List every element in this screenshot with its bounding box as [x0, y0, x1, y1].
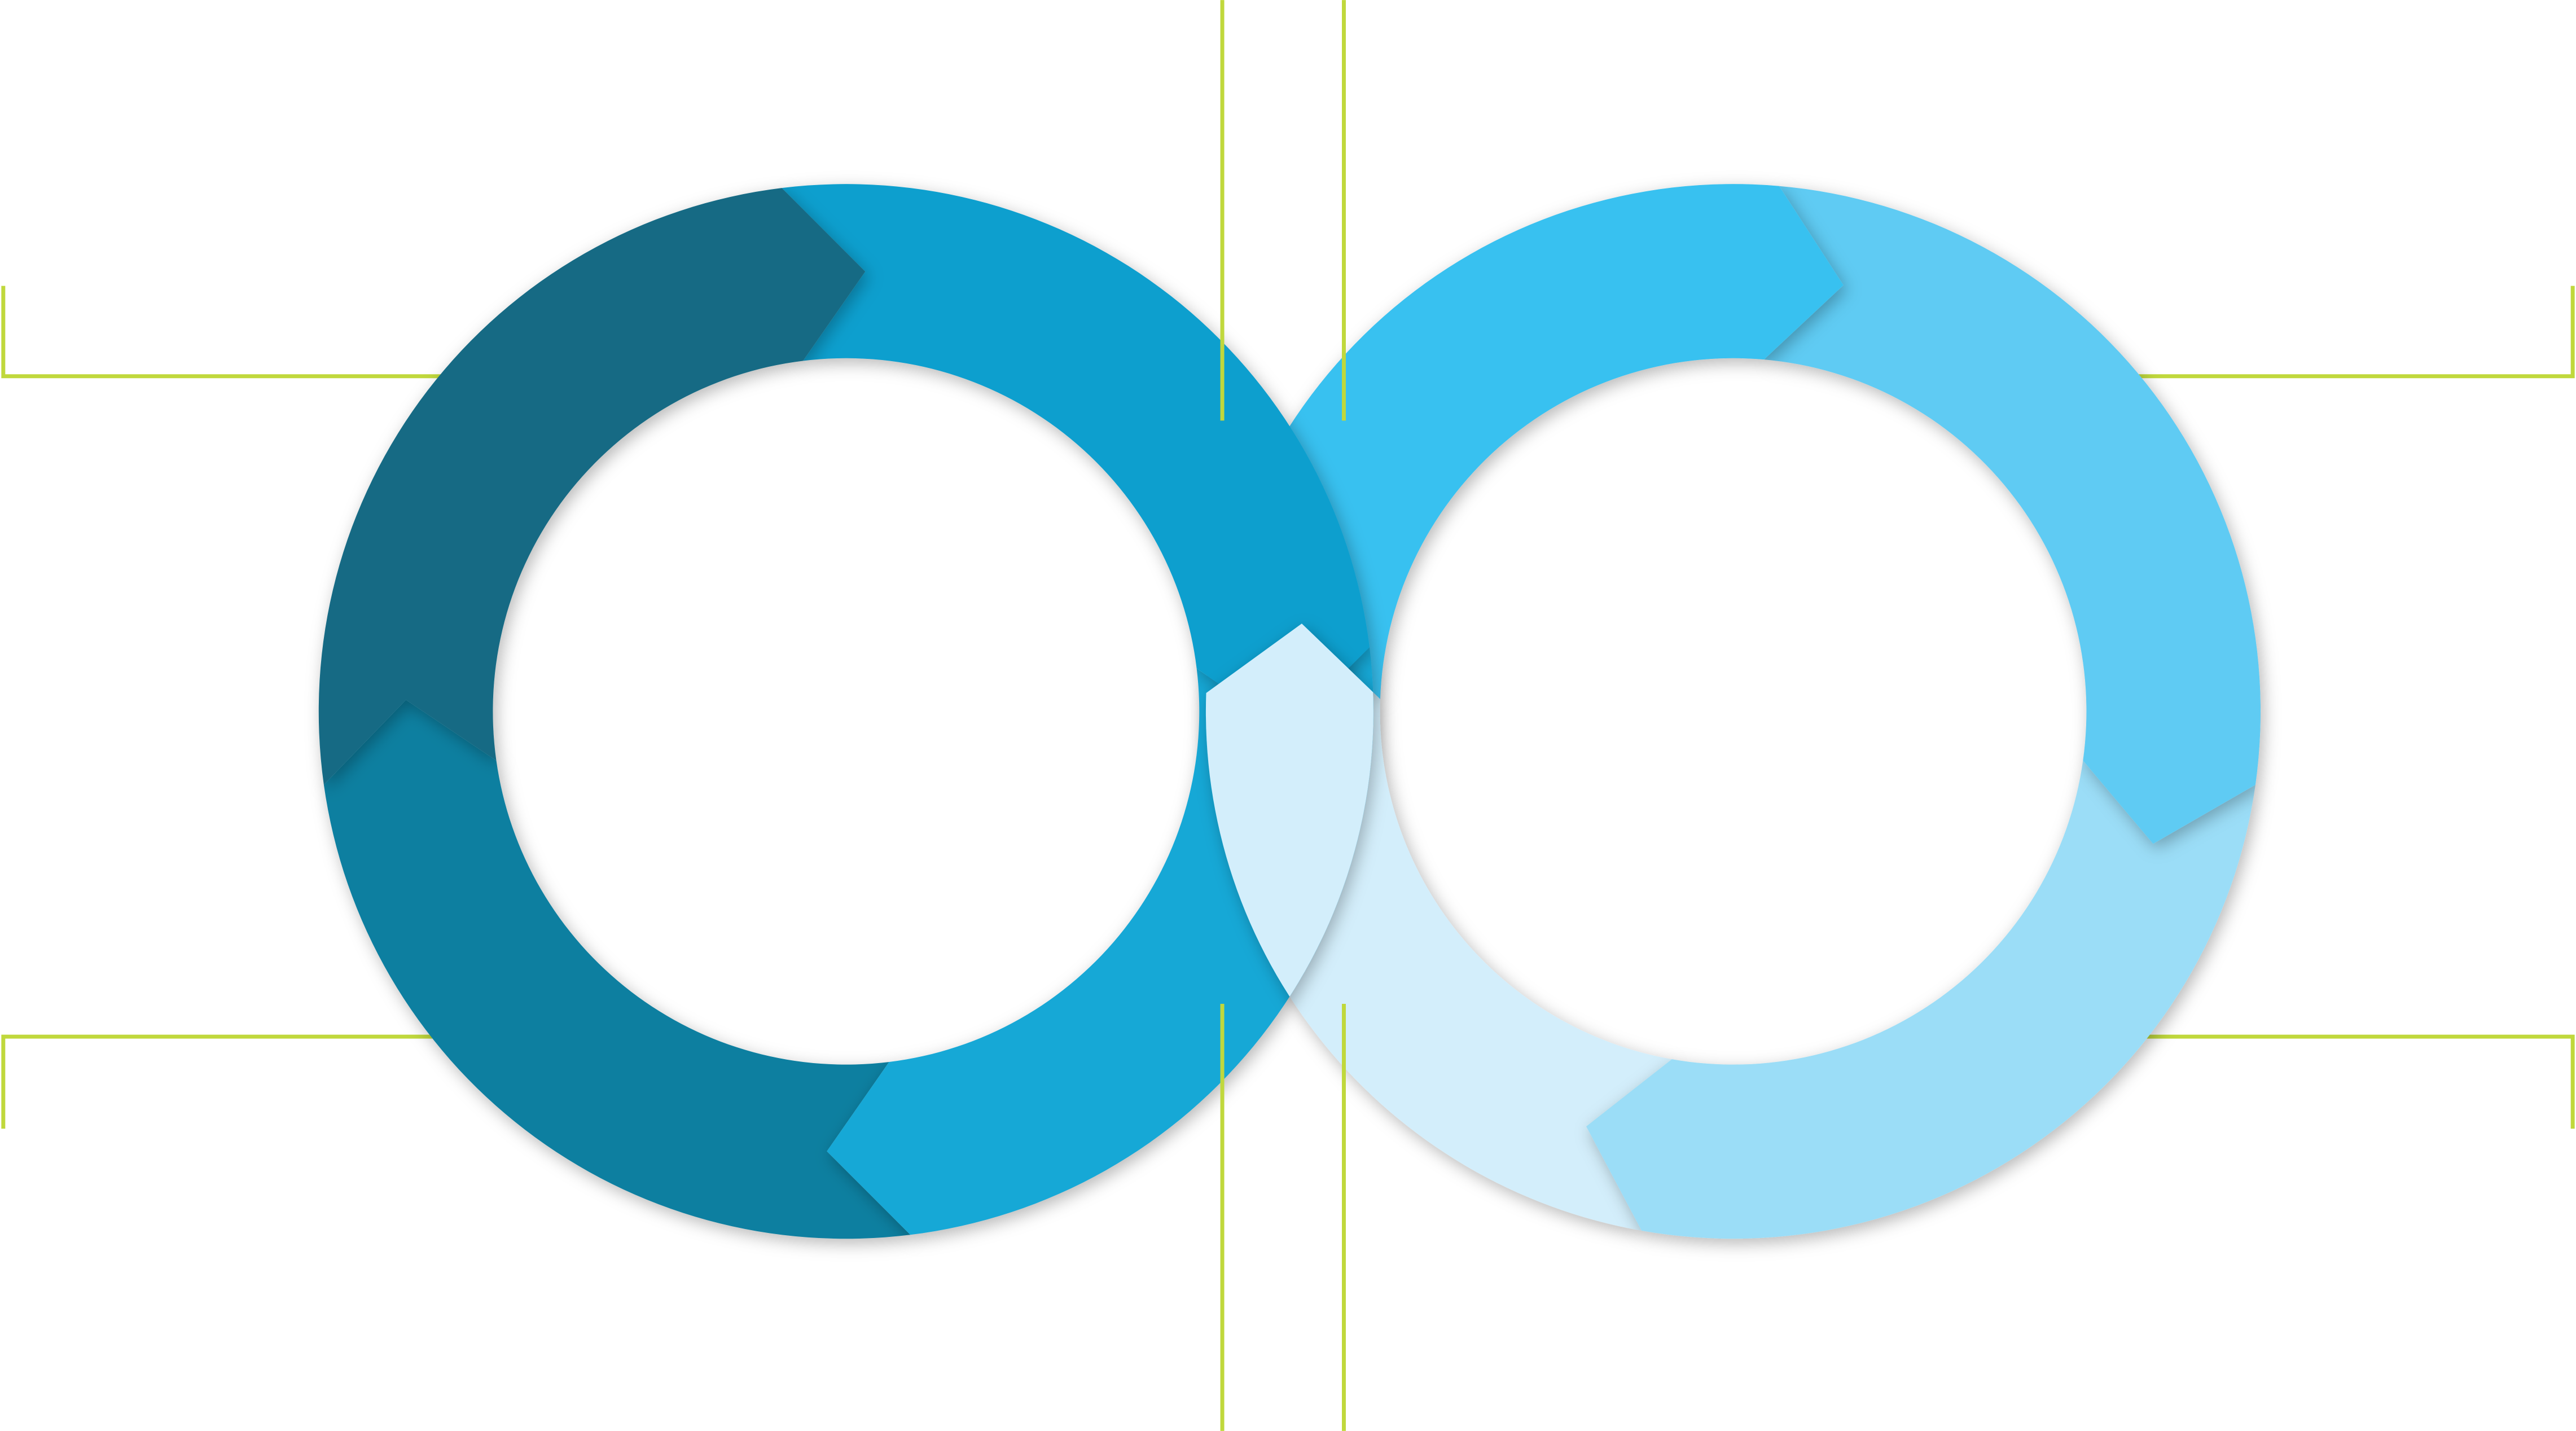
callout-top-right — [2090, 286, 2575, 379]
right-cycle-segment-lower-right — [1586, 760, 2255, 1239]
callout-bottom-right — [2090, 1034, 2575, 1129]
callout-top-left — [1, 286, 497, 379]
right-cycle-segment-upper-right — [1764, 186, 2261, 844]
callout-bottom-left — [1, 1034, 497, 1129]
left-cycle-segment-lower-left — [323, 700, 911, 1239]
right-cycle-segment-upper-left — [1206, 184, 1844, 699]
right-cycle-segment-lower-left-overlap — [1205, 624, 1373, 1231]
left-cycle-segment-upper-left — [318, 188, 866, 785]
callout-lines-front — [1220, 0, 1346, 1431]
left-cycle-segment-upper-right — [782, 184, 1370, 731]
callout-lines-behind — [1, 286, 2575, 1129]
